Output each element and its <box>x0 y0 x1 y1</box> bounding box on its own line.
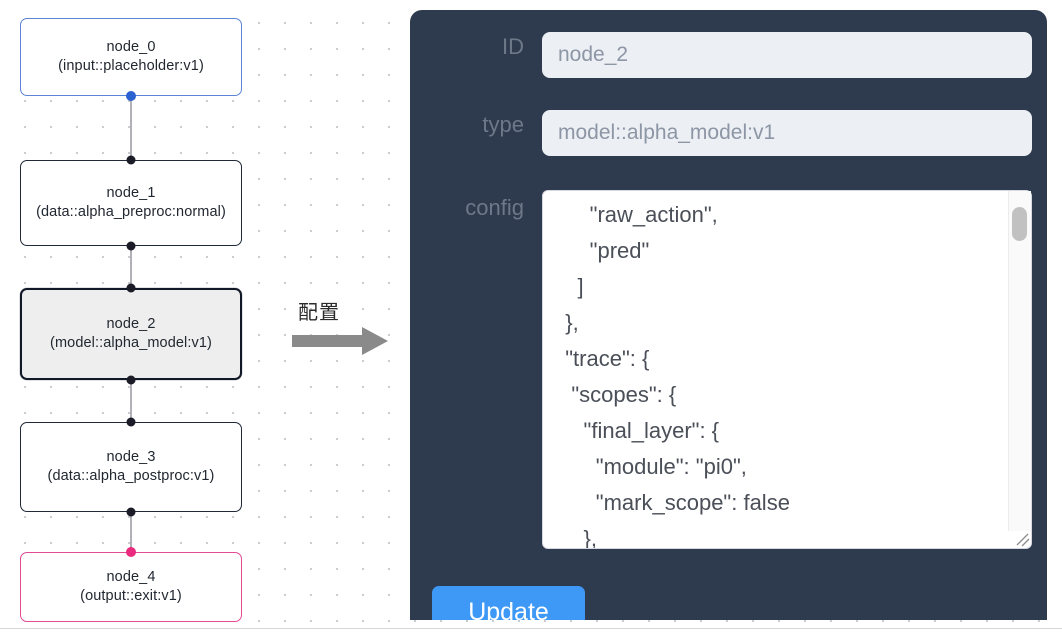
graph-node-node_0[interactable]: node_0 (input::placeholder:v1) <box>20 18 242 96</box>
id-input[interactable] <box>542 32 1032 78</box>
node-config-panel: ID type config "raw_action", "pred" ] },… <box>410 10 1047 620</box>
config-scrollbar-thumb[interactable] <box>1012 207 1027 241</box>
node-label: node_4 (output::exit:v1) <box>80 569 182 604</box>
edge-node2-node3 <box>130 380 132 422</box>
edge-node0-node1 <box>130 96 132 160</box>
node-label: node_0 (input::placeholder:v1) <box>58 39 204 74</box>
edge-node1-node2 <box>130 246 132 288</box>
node-handle-node_3-source[interactable] <box>126 507 136 517</box>
node-label: node_3 (data::alpha_postproc:v1) <box>47 449 215 484</box>
graph-node-node_4[interactable]: node_4 (output::exit:v1) <box>20 552 242 622</box>
node-label: node_1 (data::alpha_preproc:normal) <box>36 185 226 220</box>
node-handle-node_2-target[interactable] <box>126 283 136 293</box>
config-textarea[interactable]: "raw_action", "pred" ] }, "trace": { "sc… <box>542 190 1032 549</box>
node-handle-node_0-source[interactable] <box>126 91 136 101</box>
config-arrow-annotation: 配置 <box>292 296 400 358</box>
node-handle-node_4-target[interactable] <box>126 547 136 557</box>
node-handle-node_2-source[interactable] <box>126 375 136 385</box>
type-label: type <box>482 112 524 137</box>
config-label: config <box>465 195 524 220</box>
graph-node-node_1[interactable]: node_1 (data::alpha_preproc:normal) <box>20 160 242 246</box>
update-button[interactable]: Update <box>432 586 585 620</box>
right-arrow-icon <box>292 327 388 355</box>
graph-node-node_2[interactable]: node_2 (model::alpha_model:v1) <box>20 288 242 380</box>
id-label: ID <box>502 34 524 59</box>
canvas-bottom-divider <box>0 628 1062 629</box>
field-row-type: type <box>430 110 1032 156</box>
config-editor-wrapper: "raw_action", "pred" ] }, "trace": { "sc… <box>542 190 1032 549</box>
config-scrollbar[interactable] <box>1008 191 1031 531</box>
arrow-label: 配置 <box>298 300 340 324</box>
graph-node-node_3[interactable]: node_3 (data::alpha_postproc:v1) <box>20 422 242 512</box>
type-input[interactable] <box>542 110 1032 156</box>
node-handle-node_3-target[interactable] <box>126 417 136 427</box>
node-label: node_2 (model::alpha_model:v1) <box>50 316 212 351</box>
field-row-config: config "raw_action", "pred" ] }, "trace"… <box>430 190 1032 549</box>
field-row-id: ID <box>430 32 1032 78</box>
resize-grip-icon[interactable] <box>1014 531 1030 547</box>
edge-node3-node4 <box>130 512 132 552</box>
node-handle-node_1-target[interactable] <box>126 155 136 165</box>
node-handle-node_1-source[interactable] <box>126 241 136 251</box>
